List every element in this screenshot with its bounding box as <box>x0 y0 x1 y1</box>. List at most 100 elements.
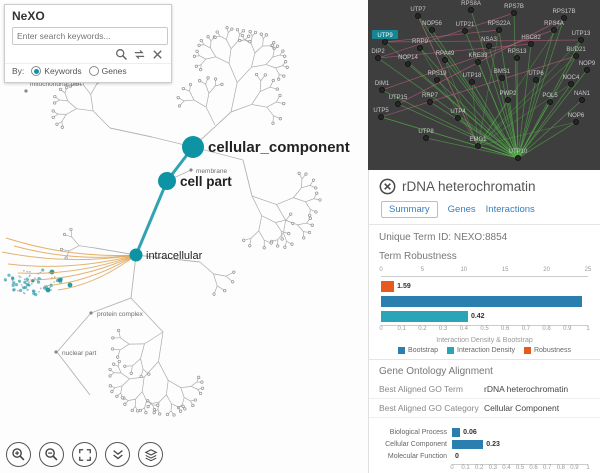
gene-label-NOC4[interactable]: NOC4 <box>563 75 580 81</box>
gene-node-UTP6[interactable] <box>532 77 539 84</box>
gene-node-UTP15[interactable] <box>394 101 401 108</box>
search-input[interactable] <box>12 27 168 45</box>
term-node-cell part[interactable] <box>158 172 176 190</box>
gene-node-UTP5[interactable] <box>377 114 384 121</box>
gene-node-RRP9[interactable] <box>417 45 424 52</box>
close-term-icon[interactable] <box>379 178 396 195</box>
term-label-cellular_component[interactable]: cellular_component <box>208 139 350 156</box>
term-label-minor[interactable]: mitochondrial part <box>30 81 82 88</box>
gene-label-HSC82[interactable]: HSC82 <box>521 35 541 41</box>
gene-label-DIP2[interactable]: DIP2 <box>371 49 385 55</box>
gene-node-KRE33[interactable] <box>475 59 482 66</box>
gene-node-BUD21[interactable] <box>572 53 579 60</box>
gene-node-UTP9[interactable] <box>381 39 388 46</box>
gene-label-UTP10[interactable]: UTP10 <box>509 149 528 155</box>
gene-node-POL5[interactable] <box>546 99 553 106</box>
gene-label-NOP56[interactable]: NOP56 <box>422 21 442 27</box>
gene-node-RPS19[interactable] <box>434 77 441 84</box>
gene-label-RPS13[interactable]: RPS13 <box>507 49 527 55</box>
gene-node-BMS1[interactable] <box>498 75 505 82</box>
gene-node-NAN1[interactable] <box>578 97 585 104</box>
gene-label-NOP9[interactable]: NOP9 <box>579 61 596 67</box>
term-label-minor[interactable]: nuclear part <box>62 350 97 357</box>
gene-node-RPS17B[interactable] <box>560 14 567 21</box>
gene-node-EMG1[interactable] <box>475 142 482 149</box>
tab-summary[interactable]: Summary <box>381 201 438 218</box>
gene-label-EMG1[interactable]: EMG1 <box>469 137 487 143</box>
gene-node-NOP56[interactable] <box>429 26 436 33</box>
gene-label-NOP14[interactable]: NOP14 <box>398 55 418 61</box>
genes-radio-circle[interactable] <box>88 66 99 76</box>
gene-label-UTP13[interactable]: UTP13 <box>572 31 591 37</box>
gene-node-UTP8[interactable] <box>423 134 430 141</box>
gene-label-UTP9[interactable]: UTP9 <box>377 33 393 39</box>
gene-label-UTP6[interactable]: UTP6 <box>528 71 544 77</box>
gene-label-UTP8[interactable]: UTP8 <box>418 129 434 135</box>
gene-label-RPS22A[interactable]: RPS22A <box>487 21 510 27</box>
gene-node-UTP10[interactable] <box>514 154 521 161</box>
gene-node-RPS22A[interactable] <box>495 26 502 33</box>
gene-node-RPA49[interactable] <box>442 57 449 64</box>
search-by-keywords-radio[interactable]: Keywords <box>31 66 82 76</box>
gene-label-RPS4A[interactable]: RPS4A <box>544 21 564 27</box>
tab-interactions[interactable]: Interactions <box>485 204 535 215</box>
gene-node-NOP9[interactable] <box>583 67 590 74</box>
clear-search-icon[interactable] <box>151 48 164 61</box>
gene-label-RRP9[interactable]: RRP9 <box>412 39 429 45</box>
gene-label-PWP2[interactable]: PWP2 <box>499 91 517 97</box>
gene-node-RPS7B[interactable] <box>510 9 517 16</box>
gene-label-NOP6[interactable]: NOP6 <box>568 113 585 119</box>
gene-node-PWP2[interactable] <box>504 97 511 104</box>
gene-label-UTP5[interactable]: UTP5 <box>373 108 389 114</box>
term-label-intracellular[interactable]: intracellular <box>146 250 203 262</box>
gene-label-NAN1[interactable]: NAN1 <box>574 91 591 97</box>
gene-label-UTP21[interactable]: UTP21 <box>456 22 475 28</box>
gene-node-UTP18[interactable] <box>469 79 476 86</box>
gene-label-DIM1[interactable]: DIM1 <box>375 81 390 87</box>
gene-label-BUD21[interactable]: BUD21 <box>566 47 586 53</box>
term-label-minor[interactable]: protein complex <box>97 311 144 318</box>
gene-label-UTP18[interactable]: UTP18 <box>463 73 482 79</box>
gene-label-RPS17B[interactable]: RPS17B <box>552 9 575 15</box>
zoom-out-button[interactable] <box>39 442 64 467</box>
gene-label-RPS8A[interactable]: RPS8A <box>461 1 481 7</box>
gene-node-NOC4[interactable] <box>567 81 574 88</box>
term-node-intracellular[interactable] <box>129 248 143 262</box>
tab-genes[interactable]: Genes <box>447 204 476 215</box>
collapse-button[interactable] <box>105 442 130 467</box>
keywords-radio-circle[interactable] <box>31 66 42 76</box>
gene-node-NOP6[interactable] <box>572 119 579 126</box>
gene-label-RRP7[interactable]: RRP7 <box>422 93 439 99</box>
gene-label-POL5[interactable]: POL5 <box>542 93 558 99</box>
gene-label-UTP4[interactable]: UTP4 <box>450 109 466 115</box>
gene-label-BMS1[interactable]: BMS1 <box>494 69 511 75</box>
gene-node-HSC82[interactable] <box>527 41 534 48</box>
term-node-cellular_component[interactable] <box>182 136 204 158</box>
term-label-minor[interactable]: membrane <box>196 168 227 175</box>
gene-node-UTP4[interactable] <box>455 115 462 122</box>
swap-icon[interactable] <box>133 48 146 61</box>
gene-node-NOP14[interactable] <box>405 61 412 68</box>
gene-node-RRP7[interactable] <box>427 99 434 106</box>
term-label-cell part[interactable]: cell part <box>180 174 232 189</box>
gene-node-UTP13[interactable] <box>577 37 584 44</box>
search-icon[interactable] <box>115 48 128 61</box>
layers-button[interactable] <box>138 442 163 467</box>
gene-label-RPS7B[interactable]: RPS7B <box>504 4 524 10</box>
search-by-genes-radio[interactable]: Genes <box>88 66 127 76</box>
gene-node-DIP2[interactable] <box>375 55 381 62</box>
gene-node-NSA3[interactable] <box>486 43 493 50</box>
gene-node-RPS4A[interactable] <box>550 26 557 33</box>
gene-node-UTP21[interactable] <box>462 27 469 34</box>
zoom-in-button[interactable] <box>6 442 31 467</box>
gene-node-RPS13[interactable] <box>513 55 520 62</box>
gene-node-UTP7[interactable] <box>415 12 422 19</box>
gene-label-NSA3[interactable]: NSA3 <box>481 37 497 43</box>
fit-to-screen-button[interactable] <box>72 442 97 467</box>
gene-label-RPS19[interactable]: RPS19 <box>427 71 447 77</box>
gene-label-UTP15[interactable]: UTP15 <box>389 95 408 101</box>
